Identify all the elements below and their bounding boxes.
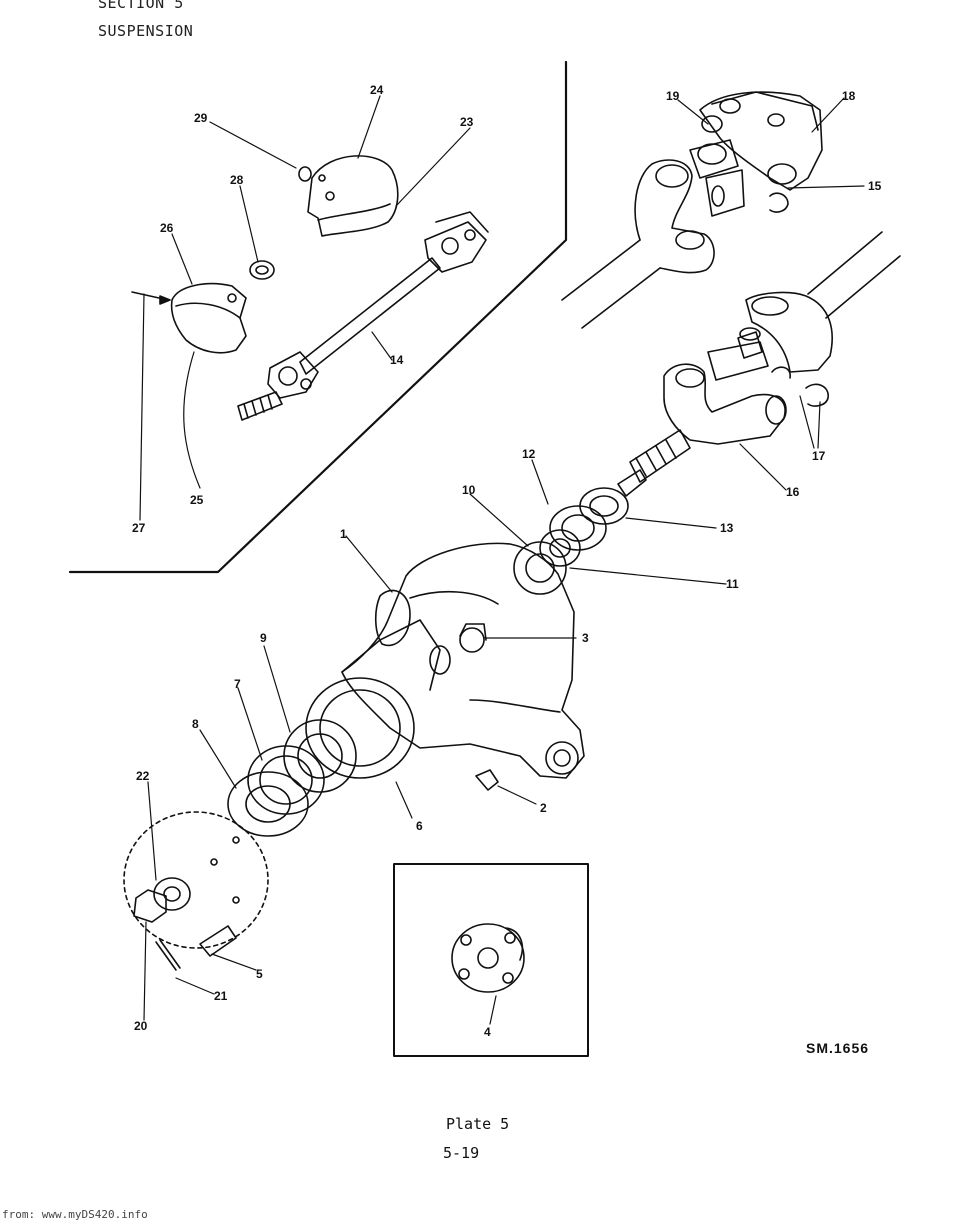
hub-flange [123,811,269,949]
nut-29 [298,166,312,182]
shaft-16 [617,231,901,497]
inset-border [68,60,568,574]
clip-28 [249,260,275,280]
hub-housing-1 [341,542,585,779]
inset-box-4 [393,863,589,1057]
callout-labels: 1 2 3 4 5 6 7 8 9 10 11 12 13 14 15 16 1… [132,83,882,1039]
callout-20: 20 [134,1019,148,1033]
callout-17: 17 [812,449,826,463]
hub-stud-nut [133,836,240,971]
section-heading: SECTION 5 [98,0,184,12]
callout-22: 22 [136,769,150,783]
callout-26: 26 [160,221,174,235]
callout-10: 10 [462,483,476,497]
callout-23: 23 [460,115,474,129]
callout-7: 7 [234,677,241,691]
callout-28: 28 [230,173,244,187]
callout-18: 18 [842,89,856,103]
callout-6: 6 [416,819,423,833]
page-number: 5-19 [443,1144,480,1162]
callout-29: 29 [194,111,208,125]
drive-shaft-14 [237,211,489,421]
leader-lines [139,95,865,1025]
callout-11: 11 [726,577,739,591]
callout-3: 3 [582,631,589,645]
gaiter-housing-26 [131,282,247,354]
callout-14: 14 [390,353,404,367]
grease-nipple-2 [475,769,499,791]
callout-1: 1 [340,527,347,541]
drawing-code: SM.1656 [806,1040,870,1056]
gaiter-cover-24 [307,155,399,237]
hub-assembly-4 [451,923,525,993]
callout-8: 8 [192,717,199,731]
callout-19: 19 [666,89,680,103]
callout-24: 24 [370,83,384,97]
callout-13: 13 [720,521,734,535]
callout-25: 25 [190,493,204,507]
callout-4: 4 [484,1025,491,1039]
bearing-set-6-9 [227,677,415,837]
callout-5: 5 [256,967,263,981]
bearing-set-10-13 [513,487,629,595]
callout-21: 21 [214,989,228,1003]
plate-caption: Plate 5 [446,1115,510,1133]
source-footer: from: www.myDS420.info [2,1208,148,1221]
callout-27: 27 [132,521,146,535]
callout-16: 16 [786,485,800,499]
callout-2: 2 [540,801,547,815]
callout-12: 12 [522,447,536,461]
callout-15: 15 [868,179,882,193]
axle-arm-upper [561,159,715,329]
universal-joint-18 [689,91,823,217]
section-title: SUSPENSION [98,22,194,40]
callout-9: 9 [260,631,267,645]
